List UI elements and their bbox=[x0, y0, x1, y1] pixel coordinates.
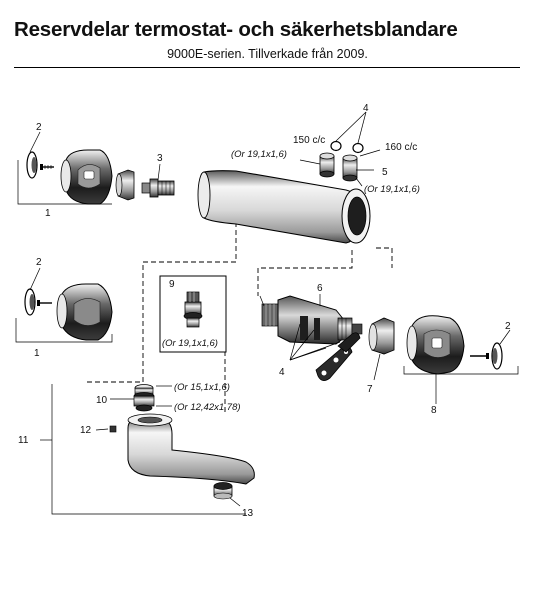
knob-part bbox=[56, 283, 113, 341]
label-oring-10a: (Or 15,1x1,6) bbox=[174, 382, 230, 393]
connector-part-10 bbox=[110, 384, 172, 412]
knob-part bbox=[60, 149, 113, 205]
adapter-ring-part bbox=[115, 169, 135, 201]
thermostat-cartridge-part-6 bbox=[261, 295, 363, 345]
screw-part bbox=[470, 353, 489, 359]
aerator-part-13 bbox=[213, 482, 241, 507]
screw-part bbox=[37, 300, 52, 306]
connector-150-part bbox=[319, 152, 335, 178]
part-9-detail-box bbox=[159, 275, 227, 353]
label-oring-9: (Or 19,1x1,6) bbox=[162, 338, 218, 349]
knob-assembly-top-left bbox=[17, 149, 113, 205]
connector-160-part bbox=[342, 154, 358, 182]
label-oring-5: (Or 19,1x1,6) bbox=[364, 184, 420, 195]
callout-6: 6 bbox=[317, 283, 323, 294]
knob-part bbox=[406, 315, 465, 375]
callout-11: 11 bbox=[18, 435, 29, 446]
callout-5: 5 bbox=[382, 167, 388, 178]
callout-9: 9 bbox=[169, 279, 175, 290]
callout-numbers: 2 1 3 4 5 2 1 9 6 2 4 7 8 10 11 12 13 bbox=[18, 103, 511, 519]
o-ring-linkage-part-4 bbox=[289, 323, 361, 381]
callout-3: 3 bbox=[157, 153, 163, 164]
callout-7: 7 bbox=[367, 384, 373, 395]
valve-insert-part-3 bbox=[141, 178, 175, 198]
label-160-cc: 160 c/c bbox=[385, 142, 417, 153]
callout-8: 8 bbox=[431, 405, 437, 416]
callout-10: 10 bbox=[96, 395, 108, 406]
knob-assembly-middle-left bbox=[15, 283, 113, 343]
mixer-body-housing bbox=[197, 170, 371, 244]
annotations: 150 c/c 160 c/c (Or 19,1x1,6) (Or 19,1x1… bbox=[162, 135, 420, 413]
grub-screw-part-12 bbox=[95, 425, 117, 433]
callout-4-top: 4 bbox=[363, 103, 369, 114]
callout-2-mid: 2 bbox=[36, 257, 42, 268]
eccentric-connector-set bbox=[299, 111, 374, 187]
callout-13: 13 bbox=[242, 508, 254, 519]
callout-4-mid: 4 bbox=[279, 367, 285, 378]
assembly-guide-lines bbox=[84, 214, 393, 414]
screw-part bbox=[40, 164, 54, 170]
spindle-part-9 bbox=[183, 291, 203, 328]
label-oring-10b: (Or 12,42x1,78) bbox=[174, 402, 241, 413]
callout-2-right: 2 bbox=[505, 321, 511, 332]
callout-1-top: 1 bbox=[45, 208, 51, 219]
page-subtitle: 9000E-serien. Tillverkade från 2009. bbox=[167, 47, 368, 61]
callout-12: 12 bbox=[80, 425, 92, 436]
spout-part-11 bbox=[40, 384, 255, 515]
label-oring-3: (Or 19,1x1,6) bbox=[231, 149, 287, 160]
page-title: Reservdelar termostat- och säkerhetsblan… bbox=[14, 18, 458, 41]
collar-part-7 bbox=[368, 317, 395, 381]
label-150-cc: 150 c/c bbox=[293, 135, 325, 146]
title-divider bbox=[14, 67, 520, 68]
callout-2-top: 2 bbox=[36, 122, 42, 133]
knob-assembly-right bbox=[403, 315, 519, 404]
callout-1-mid: 1 bbox=[34, 348, 40, 359]
